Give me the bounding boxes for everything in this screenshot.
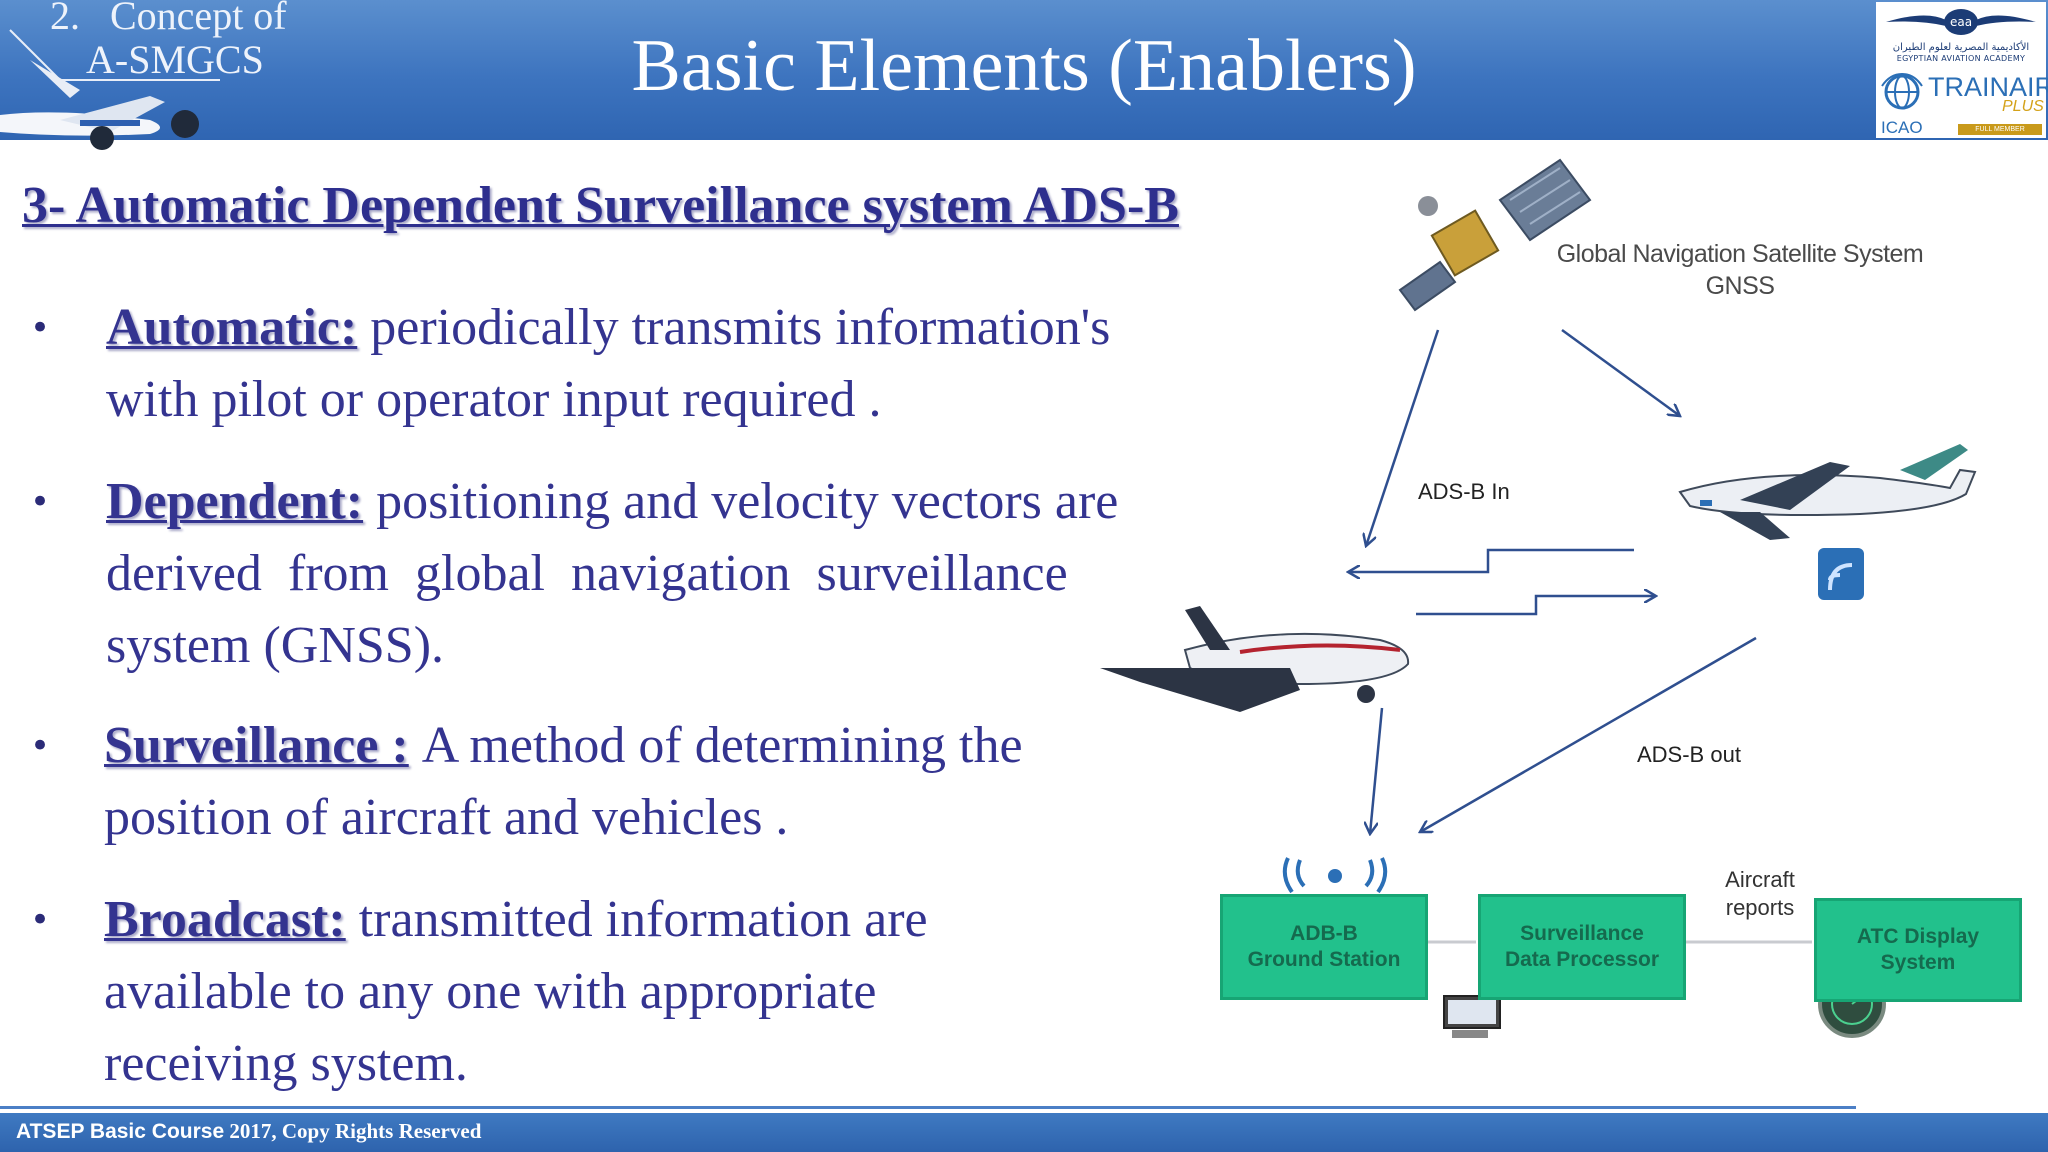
logo-arabic-text: الأكاديمية المصرية لعلوم الطيران <box>1892 42 2030 53</box>
slide-title: Basic Elements (Enablers) <box>631 25 1417 107</box>
aircraft-right-icon <box>1678 444 1977 540</box>
footer-rights: 2017, Copy Rights Reserved <box>224 1119 482 1143</box>
section-name-line2: A-SMGCS <box>86 37 264 82</box>
box-line2: Data Processor <box>1504 948 1660 971</box>
eaa-wings-logo-icon: eaa <box>1886 9 2036 35</box>
aircraft-left-icon <box>1100 606 1410 712</box>
footer-band: ATSEP Basic Course 2017, Copy Rights Res… <box>0 1113 2048 1152</box>
bullet-line: transmitted information are <box>358 891 928 948</box>
aircraft-reports-label: Aircraft reports <box>1700 866 1820 922</box>
adsb-in-label: ADS-B In <box>1418 479 1510 504</box>
gnss-to-left-aircraft-arrow <box>1366 329 1440 546</box>
bullet-line: positioning and velocity vectors are <box>376 473 1119 530</box>
adsb-out-arrow <box>1420 636 1757 832</box>
adsb-out-label: ADS-B out <box>1637 742 1741 767</box>
aircraft-reports-line1: Aircraft <box>1725 867 1795 892</box>
signal-waves-icon <box>1828 563 1853 591</box>
aircraft-reports-line2: reports <box>1725 895 1795 920</box>
bullet-line: A method of determining the <box>421 717 1023 774</box>
logo-academy-text: EGYPTIAN AVIATION ACADEMY <box>1896 54 2026 63</box>
bullet-line: system (GNSS). <box>106 617 445 674</box>
content-subtitle: 3- Automatic Dependent Surveillance syst… <box>22 177 1179 234</box>
logo-plus-text: PLUS <box>2002 98 2044 115</box>
header-band: 2. Concept of A-SMGCS Basic Elements (En… <box>0 0 2048 150</box>
header-airplane-icon <box>0 29 220 150</box>
footer-course-name: ATSEP Basic Course <box>16 1120 225 1143</box>
box-line1: ADB-B <box>1290 922 1358 945</box>
academy-logo: eaa الأكاديمية المصرية لعلوم الطيران EGY… <box>1876 2 2048 138</box>
footer-divider <box>0 1106 1856 1109</box>
bullet-line: available to any one with appropriate <box>104 963 877 1020</box>
transmitter-icon <box>1818 548 1864 600</box>
logo-member-badge: FULL MEMBER <box>1958 124 2042 135</box>
gnss-label-line1: Global Navigation Satellite System <box>1556 240 1924 268</box>
logo-icao-text: ICAO <box>1881 118 1923 137</box>
bullet-keyword: Automatic: <box>106 299 358 356</box>
bullet-line: position of aircraft and vehicles . <box>104 789 789 846</box>
aircraft-to-ground-arrow <box>1370 707 1384 834</box>
section-number: 2. <box>50 0 80 38</box>
gnss-label-line2: GNSS <box>1705 272 1775 300</box>
gnss-to-right-aircraft-arrow <box>1561 328 1680 416</box>
adsb-in-link-arrow <box>1348 548 1634 572</box>
bullet-keyword: Broadcast: <box>104 891 346 948</box>
box-line2: System <box>1880 951 1956 974</box>
gnss-label: Global Navigation Satellite System GNSS <box>1520 238 1960 302</box>
eaa-badge-text: eaa <box>1950 15 1972 29</box>
surveillance-data-processor-box: Surveillance Data Processor <box>1478 894 1686 1000</box>
bullet-line: derived from global navigation surveilla… <box>106 545 1068 602</box>
ground-station-box: ADB-B Ground Station <box>1220 894 1428 1000</box>
section-label: 2. Concept of A-SMGCS <box>50 0 287 82</box>
box-line1: Surveillance <box>1520 922 1644 945</box>
satellite-icon <box>1398 158 1592 312</box>
bullet-dot: • <box>30 482 51 522</box>
footer-copyright: ATSEP Basic Course 2017, Copy Rights Res… <box>16 1119 481 1144</box>
bullet-dot: • <box>30 900 51 940</box>
adsb-link-arrow <box>1416 596 1656 616</box>
bullet-line: with pilot or operator input required . <box>106 371 882 428</box>
section-name-line1: Concept of <box>110 0 287 38</box>
box-line1: ATC Display <box>1856 925 1980 948</box>
atc-display-box: ATC Display System <box>1814 898 2022 1002</box>
logo-trainair-text: TRAINAIR <box>1928 72 2048 102</box>
box-line2: Ground Station <box>1247 948 1401 971</box>
icao-globe-icon <box>1881 72 1923 110</box>
bullet-keyword: Surveillance : <box>104 717 409 774</box>
monitor-icon <box>1443 995 1501 1038</box>
bullet-keyword: Dependent: <box>106 473 364 530</box>
bullet-dot: • <box>30 308 51 348</box>
bullet-line: receiving system. <box>104 1035 468 1092</box>
antenna-icon <box>1282 857 1388 894</box>
bullet-dot: • <box>30 726 51 766</box>
bullet-line: periodically transmits information's <box>370 299 1111 356</box>
